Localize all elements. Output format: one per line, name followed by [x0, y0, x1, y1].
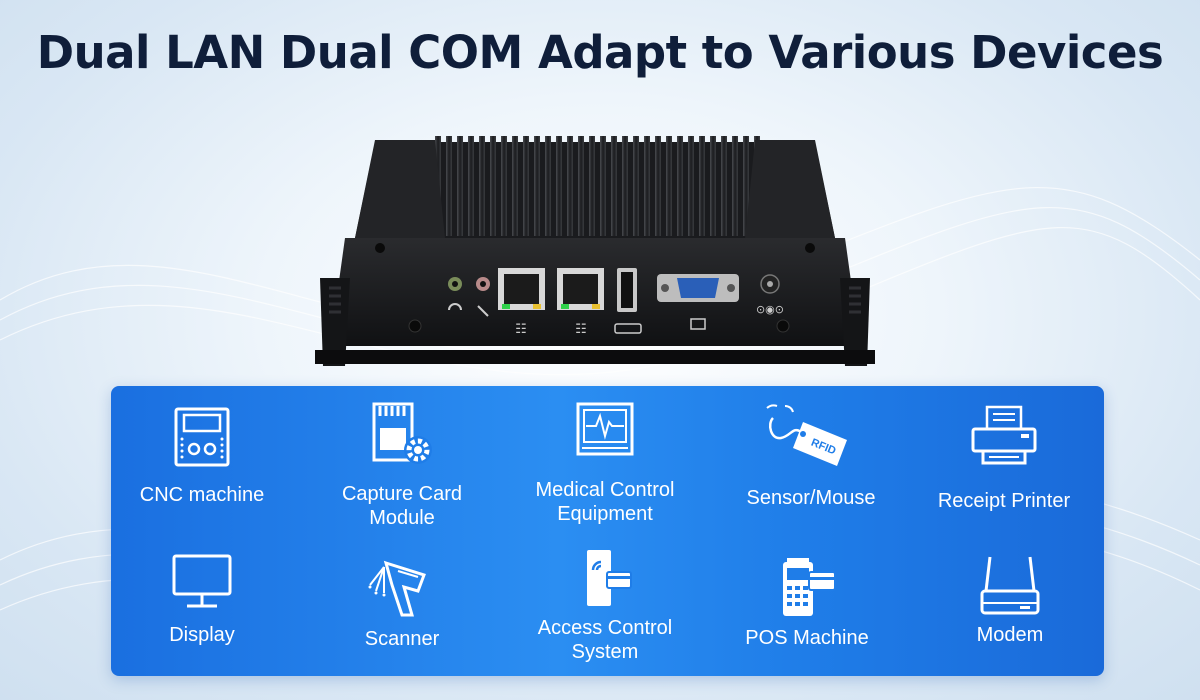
device-item-access-control: Access Control System — [505, 548, 705, 664]
device-label: Capture Card Module — [341, 483, 463, 529]
device-label: Receipt Printer — [937, 490, 1071, 512]
cnc-machine-icon — [174, 407, 230, 467]
device-item-pos-machine: POS Machine — [707, 556, 907, 650]
page-title: Dual LAN Dual COM Adapt to Various Devic… — [36, 26, 1164, 79]
access-control-icon — [587, 550, 632, 606]
devices-panel — [111, 386, 1104, 676]
device-item-cnc-machine: CNC machine — [102, 405, 302, 507]
svg-text:⊙◉⊙: ⊙◉⊙ — [756, 303, 784, 316]
pos-machine-icon — [783, 558, 836, 616]
display-icon — [172, 554, 232, 608]
device-label: CNC machine — [139, 484, 265, 506]
device-label: POS Machine — [745, 627, 869, 649]
device-label: Display — [169, 624, 235, 646]
scanner-icon — [368, 560, 426, 617]
device-label: Medical Control Equipment — [535, 479, 675, 525]
device-item-display: Display — [102, 553, 302, 647]
device-label: Modem — [976, 624, 1044, 646]
device-item-receipt-printer: Receipt Printer — [904, 405, 1104, 513]
svg-text:☷: ☷ — [515, 322, 527, 337]
rfid-tag-icon: RFID — [766, 404, 847, 466]
device-label: Access Control System — [537, 617, 673, 663]
modem-icon — [980, 556, 1040, 615]
device-item-sensor-mouse: RFID Sensor/Mouse — [711, 404, 911, 510]
capture-card-icon — [372, 402, 432, 464]
mini-pc-image: ☷ ☷ ⊙◉⊙ — [315, 136, 875, 366]
device-item-medical-control: Medical Control Equipment — [505, 402, 705, 526]
device-item-scanner: Scanner — [302, 557, 502, 651]
device-label: Sensor/Mouse — [746, 487, 876, 509]
svg-text:☷: ☷ — [575, 322, 587, 337]
device-item-capture-card: Capture Card Module — [302, 400, 502, 530]
printer-icon — [971, 405, 1037, 465]
medical-monitor-icon — [576, 402, 634, 456]
device-item-modem: Modem — [910, 553, 1110, 647]
device-label: Scanner — [364, 628, 440, 650]
